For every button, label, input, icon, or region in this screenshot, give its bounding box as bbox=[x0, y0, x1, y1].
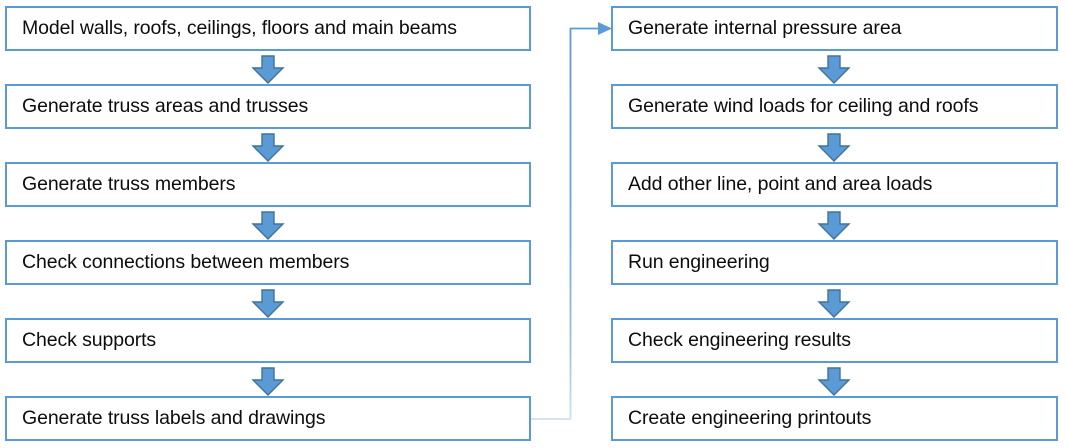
process-box-label: Check supports bbox=[22, 328, 157, 351]
process-box-left-6[interactable]: Generate truss labels and drawings bbox=[5, 396, 531, 441]
arrow-down-icon-left-3 bbox=[251, 211, 285, 241]
process-box-label: Generate truss members bbox=[22, 172, 236, 195]
arrow-down-icon-right-4 bbox=[817, 289, 851, 319]
arrow-down-icon-left-5 bbox=[251, 367, 285, 397]
process-box-label: Model walls, roofs, ceilings, floors and… bbox=[22, 16, 457, 39]
process-box-left-1[interactable]: Model walls, roofs, ceilings, floors and… bbox=[5, 6, 531, 51]
arrow-down-icon-left-2 bbox=[251, 133, 285, 163]
arrow-down-icon-left-1 bbox=[251, 55, 285, 85]
process-box-label: Generate truss labels and drawings bbox=[22, 406, 326, 429]
process-box-label: Check connections between members bbox=[22, 250, 350, 273]
process-box-right-6[interactable]: Create engineering printouts bbox=[611, 396, 1058, 441]
process-box-label: Check engineering results bbox=[628, 328, 851, 351]
process-box-left-4[interactable]: Check connections between members bbox=[5, 240, 531, 285]
arrow-down-icon-right-3 bbox=[817, 211, 851, 241]
process-box-left-5[interactable]: Check supports bbox=[5, 318, 531, 363]
arrow-down-icon-left-4 bbox=[251, 289, 285, 319]
process-box-right-2[interactable]: Generate wind loads for ceiling and roof… bbox=[611, 84, 1058, 129]
process-box-label: Run engineering bbox=[628, 250, 770, 273]
process-box-label: Generate wind loads for ceiling and roof… bbox=[628, 94, 979, 117]
arrow-down-icon-right-1 bbox=[817, 55, 851, 85]
process-box-right-1[interactable]: Generate internal pressure area bbox=[611, 6, 1058, 51]
arrow-down-icon-right-5 bbox=[817, 367, 851, 397]
process-box-left-3[interactable]: Generate truss members bbox=[5, 162, 531, 207]
process-box-left-2[interactable]: Generate truss areas and trusses bbox=[5, 84, 531, 129]
arrow-down-icon-right-2 bbox=[817, 133, 851, 163]
process-box-label: Generate internal pressure area bbox=[628, 16, 902, 39]
process-box-label: Create engineering printouts bbox=[628, 406, 872, 429]
process-box-right-5[interactable]: Check engineering results bbox=[611, 318, 1058, 363]
process-box-right-3[interactable]: Add other line, point and area loads bbox=[611, 162, 1058, 207]
process-box-right-4[interactable]: Run engineering bbox=[611, 240, 1058, 285]
process-box-label: Add other line, point and area loads bbox=[628, 172, 933, 195]
process-box-label: Generate truss areas and trusses bbox=[22, 94, 309, 117]
